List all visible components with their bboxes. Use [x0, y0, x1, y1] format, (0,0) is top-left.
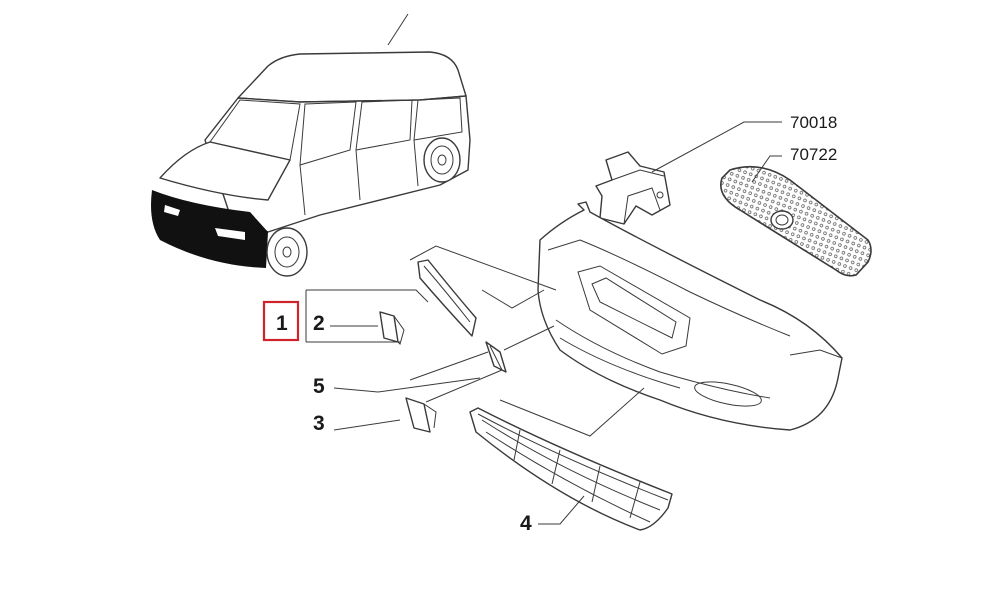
callout-3: 3	[313, 412, 325, 435]
cap-icon-2	[379, 311, 405, 345]
callout-5: 5	[313, 375, 325, 398]
cap-icon-3	[405, 397, 437, 433]
front-bumper-zone	[151, 190, 268, 268]
trim-strip-icon	[417, 259, 477, 337]
front-grille-icon	[720, 165, 872, 277]
bumper-icon	[537, 201, 843, 431]
car-icon	[151, 13, 471, 277]
bracket-icon	[595, 151, 671, 225]
ref-label-grille: 70722	[790, 145, 837, 164]
lower-grille-icon	[469, 407, 673, 531]
cap-icon-5	[485, 341, 507, 373]
callout-1: 1	[276, 312, 288, 335]
item-1-highlight-box	[262, 300, 300, 342]
callout-4: 4	[520, 512, 532, 535]
callout-2: 2	[313, 312, 325, 335]
ref-label-bracket: 70018	[790, 113, 837, 132]
